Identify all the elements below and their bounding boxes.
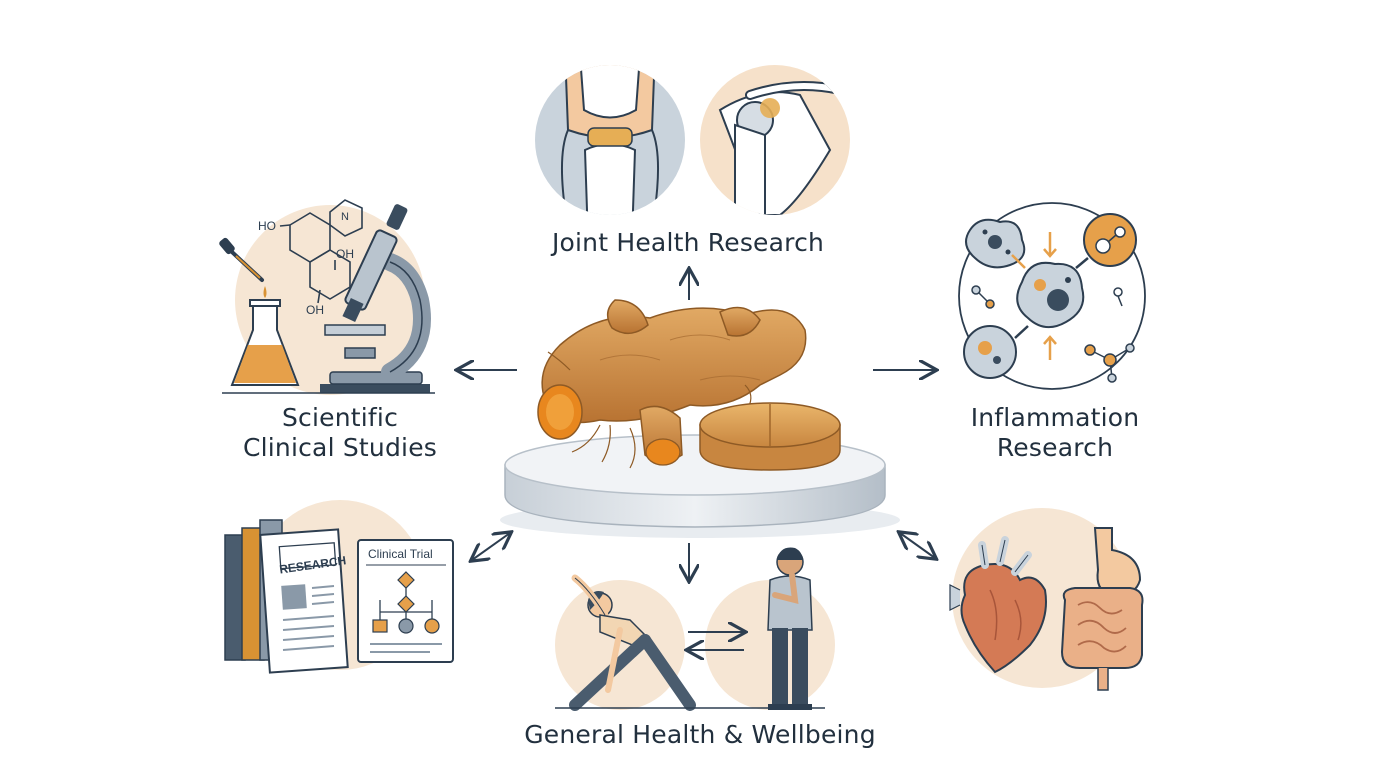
scientific-panel: HO N OH OH	[219, 199, 435, 395]
joint-health-label-text: Joint Health Research	[551, 228, 825, 257]
microscope-icon	[320, 204, 431, 393]
chem-label-oh-bottom: OH	[306, 303, 324, 317]
inflammation-panel	[958, 202, 1146, 390]
heart-icon	[949, 536, 1047, 674]
pathogen-cell-icon	[965, 218, 1026, 269]
chem-label-ho: HO	[258, 219, 276, 233]
scientific-label-line2: Clinical Studies	[242, 433, 438, 462]
connector-arrows	[458, 270, 935, 580]
general-health-panel	[555, 547, 835, 711]
stretching-woman-icon	[569, 574, 696, 711]
exchange-arrows-icon	[688, 632, 744, 650]
general-health-label-text: General Health & Wellbeing	[524, 720, 876, 749]
scientific-clinical-label: Scientific Clinical Studies	[180, 403, 500, 463]
thinking-man-icon	[767, 547, 813, 710]
chemical-structure-icon: HO N OH OH	[258, 199, 363, 317]
inflammation-label-line1: Inflammation	[970, 403, 1140, 432]
molecule-diagram-icon	[971, 285, 1135, 383]
shoulder-joint-icon	[700, 65, 850, 215]
dropper-icon	[219, 237, 267, 298]
turmeric-root-icon	[537, 299, 807, 469]
arrow-lower-left	[472, 533, 510, 560]
inflammation-label-line2: Research	[996, 433, 1114, 462]
chem-label-n: N	[341, 211, 349, 223]
scientific-label-line1: Scientific	[281, 403, 399, 432]
inflammation-label: Inflammation Research	[920, 403, 1190, 463]
clinical-trial-sheet-icon: Clinical Trial	[357, 539, 454, 663]
organs-panel	[949, 508, 1144, 691]
digestive-system-icon	[1060, 527, 1144, 691]
general-health-label: General Health & Wellbeing	[470, 720, 930, 750]
molecule-cell-icon	[1083, 213, 1137, 267]
clinical-trial-title: Clinical Trial	[368, 547, 433, 561]
joint-health-label: Joint Health Research	[488, 228, 888, 258]
blood-cell-icon	[963, 325, 1017, 379]
chem-label-oh-top: OH	[336, 247, 354, 261]
immune-cell-icon	[1016, 261, 1085, 329]
center-turmeric-podium	[500, 299, 900, 538]
arrow-lower-right	[900, 533, 935, 558]
knee-joint-icon	[535, 65, 685, 215]
supplement-pill-icon	[699, 402, 841, 471]
signal-arrows	[1011, 232, 1089, 360]
documents-panel: RESEARCH Clinical Trial	[224, 500, 454, 674]
root-cut-face-2	[645, 438, 681, 466]
research-books-icon: RESEARCH	[224, 519, 349, 674]
flask-icon	[230, 299, 300, 386]
joint-health-panel	[535, 65, 850, 215]
